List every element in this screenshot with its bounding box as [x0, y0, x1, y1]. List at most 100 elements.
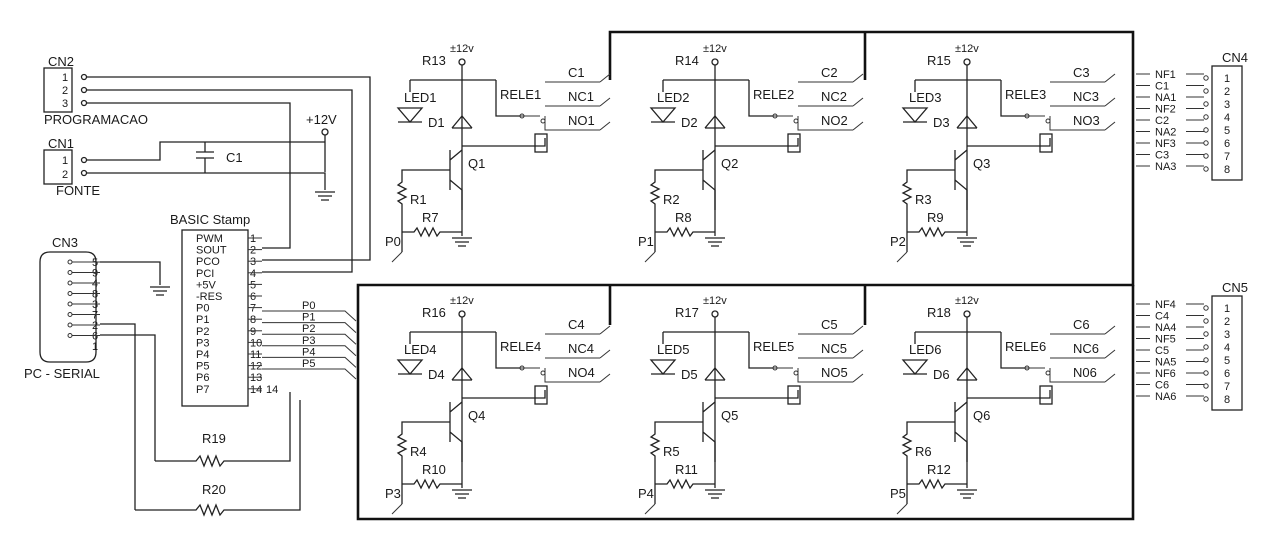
relay-1-c-label: C1 — [568, 65, 585, 80]
cn4-net-nf3: NF3 — [1155, 138, 1176, 150]
stamp-pin-p2: P2 — [196, 326, 209, 338]
relay-3-c-label: C3 — [1073, 65, 1090, 80]
relay-1-no-label: NO1 — [568, 113, 595, 128]
vcc-label: +12V — [306, 112, 337, 127]
relay-6-nc-label: NC6 — [1073, 341, 1099, 356]
cn4-label: CN4 — [1222, 50, 1248, 65]
relay-4-label: RELE4 — [500, 339, 541, 354]
stamp-pin-num-4: 4 — [250, 268, 256, 280]
relay-3-no-label: NO3 — [1073, 113, 1100, 128]
transistor-1-label: Q1 — [468, 156, 485, 171]
cn5-net-c5: C5 — [1155, 345, 1169, 357]
cn5-label: CN5 — [1222, 280, 1248, 295]
vcc-1-label: ±12v — [450, 43, 474, 55]
resistor-r3-label: R3 — [915, 192, 932, 207]
led-2-label: LED2 — [657, 90, 690, 105]
r20-label: R20 — [202, 482, 226, 497]
stamp-pin-pci: PCI — [196, 268, 214, 280]
power-bus — [356, 30, 1135, 521]
transistor-4-label: Q4 — [468, 408, 485, 423]
relay-6-c-label: C6 — [1073, 317, 1090, 332]
stamp-pin-p1: P1 — [196, 314, 209, 326]
stamp-pin-p6: P6 — [196, 372, 209, 384]
stamp-pin-num-13: 13 — [250, 372, 262, 384]
cn3-pin-8: 8 — [92, 289, 98, 301]
port-p5-label: P5 — [890, 486, 906, 501]
vcc-4-label: ±12v — [450, 295, 474, 307]
relay-2-no-label: NO2 — [821, 113, 848, 128]
relay-1-label: RELE1 — [500, 87, 541, 102]
cn2-caption: PROGRAMACAO — [44, 112, 148, 127]
transistor-5-label: Q5 — [721, 408, 738, 423]
resistor-r6-label: R6 — [915, 444, 932, 459]
relay-3-label: RELE3 — [1005, 87, 1046, 102]
cn3-pin-5: 5 — [92, 257, 98, 269]
connector-cn2: CN2 1 2 3 PROGRAMACAO — [43, 54, 148, 127]
resistor-r18-label: R18 — [927, 305, 951, 320]
port-p4-label: P4 — [638, 486, 654, 501]
stamp-title: BASIC Stamp — [170, 212, 250, 227]
cn4-net-na3: NA3 — [1155, 161, 1176, 173]
cn3-pin-1: 1 — [92, 341, 98, 353]
diode-3-label: D3 — [933, 115, 950, 130]
stamp-pin-num-14: 14 — [250, 384, 262, 396]
cn5-pin-4: 4 — [1224, 342, 1230, 354]
cn4-pin-4: 4 — [1224, 112, 1230, 124]
cn4-pin-6: 6 — [1224, 138, 1230, 150]
cn5-pin-3: 3 — [1224, 329, 1230, 341]
port-label-p1: P1 — [302, 312, 315, 324]
cn5-pin-7: 7 — [1224, 381, 1230, 393]
relay-1-nc-label: NC1 — [568, 89, 594, 104]
cn1-label: CN1 — [48, 136, 74, 151]
cn4-pin-7: 7 — [1224, 151, 1230, 163]
cn5-net-nf6: NF6 — [1155, 368, 1176, 380]
stamp-pin-num-9: 9 — [250, 326, 256, 338]
basic-stamp-chip: BASIC Stamp PWMSOUTPCOPCI+5V-RESP0P1P2P3… — [170, 212, 278, 407]
port-p2-label: P2 — [890, 234, 906, 249]
relay-5-label: RELE5 — [753, 339, 794, 354]
relay-5-c-label: C5 — [821, 317, 838, 332]
stamp-pin-num-6: 6 — [250, 291, 256, 303]
resistor-r14-label: R14 — [675, 53, 699, 68]
stamp-pin-num-8: 8 — [250, 314, 256, 326]
cn5-pin-2: 2 — [1224, 316, 1230, 328]
stamp-pin-p4: P4 — [196, 349, 209, 361]
resistor-r10-label: R10 — [422, 462, 446, 477]
stamp-pin-num-7: 7 — [250, 303, 256, 315]
relay-2-nc-label: NC2 — [821, 89, 847, 104]
stamp-pin-p5: P5 — [196, 361, 209, 373]
stamp-pin-num-11: 11 — [250, 349, 261, 361]
stamp-pin-p7: P7 — [196, 384, 209, 396]
diode-4-label: D4 — [428, 367, 445, 382]
resistor-r20: R20 — [100, 323, 301, 517]
cn4-net-c2: C2 — [1155, 115, 1169, 127]
cn4-pin-8: 8 — [1224, 164, 1230, 176]
cn5-net-nf4: NF4 — [1155, 299, 1176, 311]
cn3-pin-3: 3 — [92, 299, 98, 311]
stamp-pin-num-10: 10 — [250, 337, 262, 349]
cn3-caption: PC - SERIAL — [24, 366, 100, 381]
connector-cn1: CN1 1 2 FONTE — [43, 136, 100, 198]
cn2-pin-1: 1 — [62, 72, 68, 84]
led-6-label: LED6 — [909, 342, 942, 357]
stamp-pin-num-3: 3 — [250, 256, 256, 268]
port-label-p0: P0 — [302, 300, 315, 312]
cn4-pin-2: 2 — [1224, 86, 1230, 98]
transistor-3-label: Q3 — [973, 156, 990, 171]
resistor-r2-label: R2 — [663, 192, 680, 207]
cn3-pin-9: 9 — [92, 268, 98, 280]
led-1-label: LED1 — [404, 90, 437, 105]
cn5-pin-6: 6 — [1224, 368, 1230, 380]
cn2-pin-3: 3 — [62, 98, 68, 110]
cn5-pin-8: 8 — [1224, 394, 1230, 406]
resistor-r15-label: R15 — [927, 53, 951, 68]
diode-1-label: D1 — [428, 115, 445, 130]
led-5-label: LED5 — [657, 342, 690, 357]
